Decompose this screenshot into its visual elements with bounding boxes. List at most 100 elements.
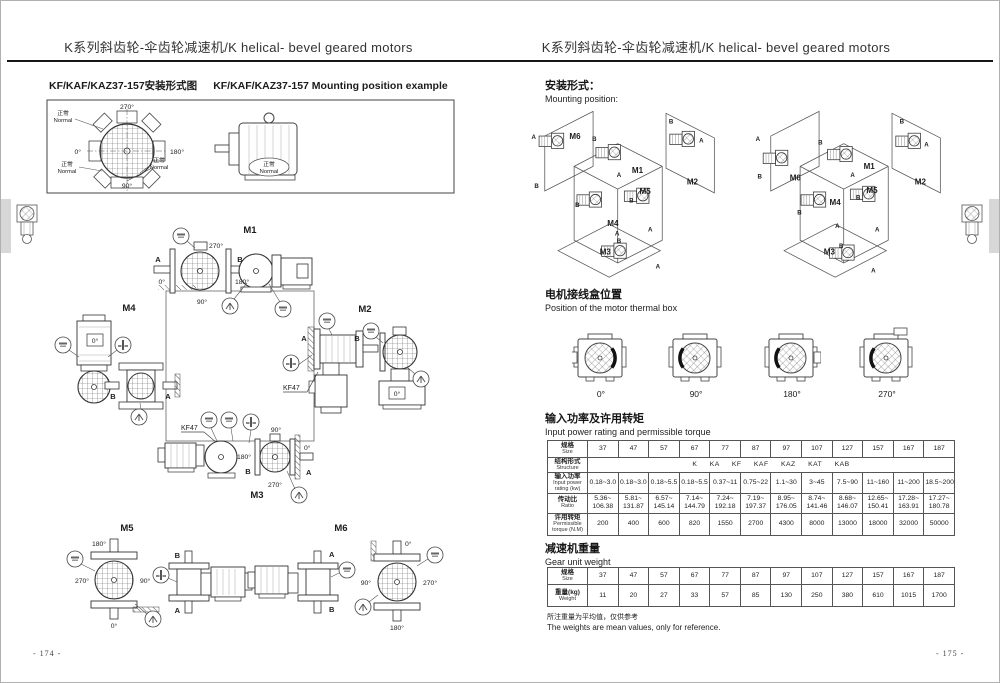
mounting-cluster-1: M6 M1 M2 M4 M5 M3 A B B A B A B A B A B … — [532, 111, 715, 278]
m1-label: M1 — [243, 225, 257, 236]
oil-symbol — [144, 610, 162, 628]
shaft-a-label: A — [871, 267, 876, 274]
table-cell: 107 — [801, 440, 833, 458]
m3-label: M3 — [600, 247, 612, 256]
power-table-title: 输入功率及许用转矩 Input power rating and permiss… — [545, 410, 711, 437]
page-number: - 175 - — [936, 649, 965, 658]
shaft-a-label: A — [532, 134, 537, 141]
table-cell: 1.1~30 — [770, 471, 803, 494]
normal-label: Normal — [150, 165, 169, 171]
m3-label: M3 — [250, 490, 263, 501]
table-cell: 20 — [617, 584, 650, 607]
m5-label: M5 — [120, 523, 134, 534]
kf47-label: KF47 — [283, 385, 300, 392]
motor-side-view: 正常 Normal — [214, 112, 298, 181]
angle-label: 180° — [390, 624, 404, 632]
shaft-b-label: B — [669, 119, 674, 126]
m5-position-diagram: M5 180° 270° 90° 0° — [66, 523, 253, 630]
oil-symbol — [290, 486, 308, 504]
table-cell: 400 — [617, 512, 650, 536]
normal-label: 正常 — [263, 160, 275, 168]
shaft-b-label: B — [629, 197, 634, 204]
table-cell: 1550 — [709, 512, 741, 536]
table-cell: 87 — [739, 567, 772, 585]
m3-position-diagram: KF47 90° — [157, 411, 314, 504]
normal-label: Normal — [54, 118, 73, 124]
table-cell: 8.74~ 141.46 — [801, 492, 833, 514]
gearmotor-icon — [595, 144, 621, 161]
m2-position-diagram: M2 KF47 A B — [282, 304, 430, 414]
angle-label: 270° — [268, 481, 282, 489]
table-cell: 0.18~3.0 — [617, 471, 650, 494]
table-cell: 12.65~ 150.41 — [862, 492, 894, 514]
angle-label: 180° — [237, 453, 251, 461]
table-cell: 11~160 — [862, 471, 894, 494]
oil-symbol — [362, 322, 380, 340]
m6-label: M6 — [334, 523, 347, 534]
normal-label: 正常 — [61, 160, 73, 168]
section-title-zh: 安装形式： — [545, 80, 600, 92]
shaft-a-label: A — [850, 172, 855, 179]
thermal-box-270deg: 270° — [859, 327, 913, 399]
m1-label: M1 — [864, 162, 876, 171]
oil-symbol — [354, 598, 372, 616]
table-cell: 37 — [587, 567, 619, 585]
shaft-b-label: B — [175, 551, 181, 560]
oil-symbol — [54, 336, 72, 354]
m1-position-diagram: M1 A B 270° 0° 180° 90° — [153, 225, 313, 318]
oil-symbol — [172, 227, 190, 245]
table-cell: 27 — [648, 584, 680, 607]
thermal-box-180deg: 180° — [764, 333, 821, 399]
angle-label: 270° — [209, 242, 223, 250]
table-cell: 85 — [739, 584, 772, 607]
m6-position-diagram: M6 A B — [247, 523, 444, 632]
oil-symbol — [412, 370, 430, 388]
m2-label: M2 — [915, 177, 927, 186]
oil-symbol — [426, 546, 444, 564]
angle-label: 0° — [304, 444, 311, 452]
table-cell: 7.5~90 — [831, 471, 864, 494]
table-title-zh: 输入功率及许用转矩 — [545, 413, 644, 425]
mounting-positions-diagram: 270° 0° 180° 90° 正常 Normal 正常 Normal 正常 … — [46, 99, 455, 632]
table-cell: 187 — [923, 440, 955, 458]
oil-symbol — [114, 336, 132, 354]
table-cell: 50000 — [923, 512, 955, 536]
table-cell: 7.24~ 192.18 — [709, 492, 741, 514]
table-cell: 18.5~200 — [923, 471, 955, 494]
shaft-a-label: A — [924, 141, 929, 148]
angle-label: 90° — [690, 389, 703, 399]
shaft-a-label: A — [155, 255, 161, 264]
angle-label: 90° — [271, 426, 282, 434]
oil-symbol — [282, 354, 300, 372]
shaft-a-label: A — [699, 138, 704, 145]
angle-label: 90° — [197, 298, 208, 306]
shaft-a-label: A — [329, 550, 335, 559]
table-cell: 77 — [709, 567, 741, 585]
table-cell: 33 — [678, 584, 711, 607]
m6-label: M6 — [790, 174, 802, 183]
table-title-en: Gear unit weight — [545, 557, 611, 567]
table-cell: 127 — [831, 567, 864, 585]
table-cell: 8000 — [801, 512, 833, 536]
table-cell: 4300 — [770, 512, 803, 536]
table-cell: 107 — [801, 567, 833, 585]
gearmotor-icon — [800, 191, 827, 208]
angle-label: 0° — [159, 278, 166, 286]
oil-symbol — [221, 297, 239, 315]
table-cell: 167 — [892, 440, 925, 458]
oil-symbol — [338, 561, 356, 579]
gearmotor-icon — [895, 132, 921, 149]
m3-label: M3 — [824, 247, 836, 256]
oil-symbol — [200, 411, 218, 429]
shaft-a-label: A — [175, 606, 181, 615]
table-cell: 97 — [770, 567, 803, 585]
normal-label: Normal — [58, 169, 77, 175]
table-cell: 47 — [617, 567, 650, 585]
table-cell: 600 — [648, 512, 680, 536]
